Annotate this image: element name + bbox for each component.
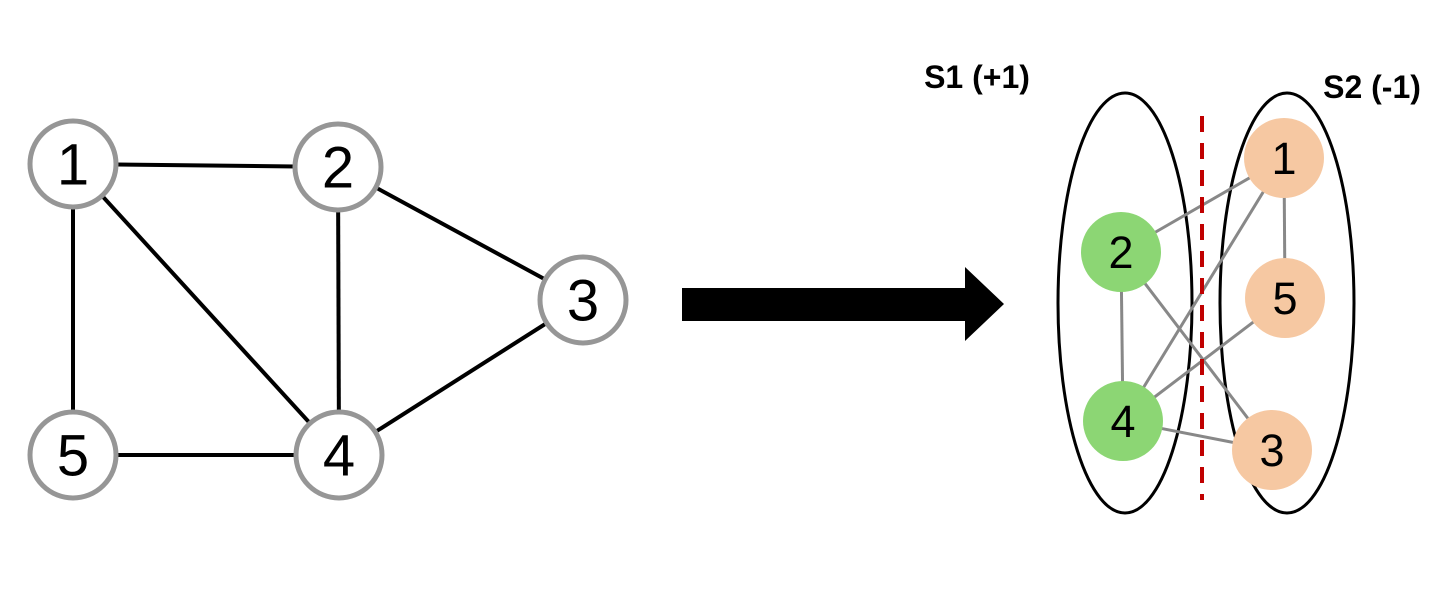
s1-ellipse — [1056, 91, 1194, 515]
left-node-3: 3 — [537, 254, 629, 346]
partition-panel: S1 (+1) S2 (-1) 2 4 — [924, 59, 1421, 515]
left-node-2-label: 2 — [322, 135, 354, 200]
left-node-4: 4 — [293, 409, 385, 501]
s2-node-1: 1 — [1244, 118, 1324, 198]
left-node-1: 1 — [27, 118, 119, 210]
edge-3-4 — [337, 298, 585, 457]
s2-node-5-circle — [1245, 258, 1325, 338]
left-node-3-label: 3 — [567, 268, 599, 333]
s2-node-3-label: 3 — [1259, 425, 1284, 476]
s2-ellipse — [1218, 91, 1356, 515]
s2-node-3: 3 — [1232, 410, 1312, 490]
s1-node-2-circle — [1081, 212, 1161, 292]
s2-node-5: 5 — [1245, 258, 1325, 338]
left-node-4-label: 4 — [323, 423, 355, 488]
left-node-5-label: 5 — [57, 423, 89, 488]
left-node-5-circle — [27, 409, 119, 501]
left-node-1-circle — [27, 118, 119, 210]
edge-1-4 — [71, 162, 341, 457]
s1-node-2-label: 2 — [1108, 227, 1133, 278]
edge-2-3 — [1119, 251, 1274, 451]
s1-node-4-circle — [1083, 381, 1163, 461]
left-node-3-circle — [537, 254, 629, 346]
s2-node-5-label: 5 — [1272, 273, 1297, 324]
s2-node-1-label: 1 — [1271, 133, 1296, 184]
left-graph: 1 2 3 4 5 — [27, 118, 629, 501]
edge-2-4 — [336, 166, 341, 456]
left-node-2: 2 — [292, 121, 384, 213]
left-node-5: 5 — [27, 409, 119, 501]
s2-node-3-circle — [1232, 410, 1312, 490]
s1-node-2: 2 — [1081, 212, 1161, 292]
left-node-4-circle — [293, 409, 385, 501]
s1-label: S1 (+1) — [924, 59, 1030, 95]
edge-2-3 — [337, 165, 584, 302]
right-arrow-icon — [682, 267, 1004, 341]
s1-node-4: 4 — [1083, 381, 1163, 461]
left-node-2-circle — [292, 121, 384, 213]
left-node-1-label: 1 — [57, 132, 89, 197]
s1-node-4-label: 4 — [1110, 396, 1135, 447]
s2-label: S2 (-1) — [1323, 69, 1421, 105]
s2-node-1-circle — [1244, 118, 1324, 198]
